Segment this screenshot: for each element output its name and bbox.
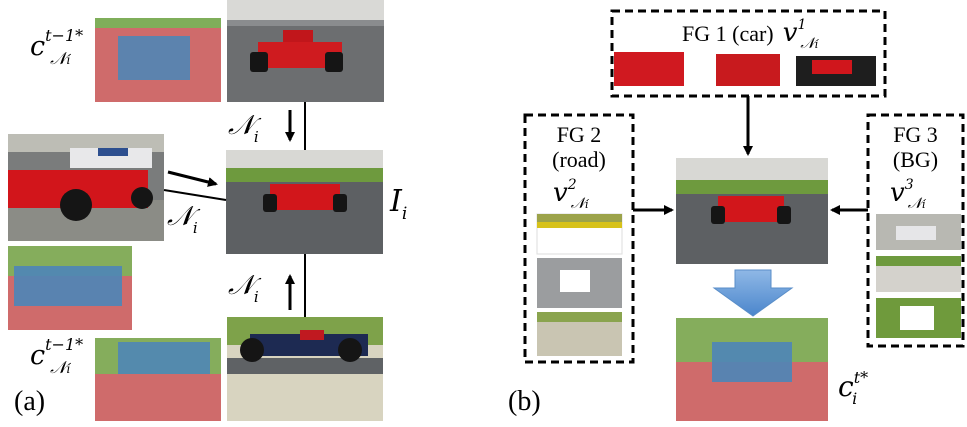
fg2-road-strips [536, 213, 623, 356]
panel-b-label: (b) [508, 386, 541, 417]
photo-target-frame [226, 150, 383, 254]
fg2-box [523, 113, 635, 364]
arrow-left-right [167, 170, 218, 187]
n-label-left: 𝒩i [167, 201, 198, 237]
photo-center-b [676, 158, 828, 264]
c-label-top: ct−1*𝒩i [30, 26, 84, 69]
fg3-box [866, 113, 965, 348]
fg2-title: FG 2 (road) [552, 122, 606, 172]
photo-two-cars [8, 134, 164, 241]
label-map-left [8, 246, 132, 330]
label-map-bottom-left [95, 338, 221, 421]
photo-car-side [227, 317, 383, 421]
panel-a-label: (a) [14, 386, 46, 417]
label-map-top-left [95, 18, 221, 102]
fg3-title: FG 3 (BG) [892, 122, 939, 172]
n-label-bottom: 𝒩i [228, 270, 259, 306]
fg2-v-label: v2𝒩i [553, 177, 589, 212]
fg3-v-label: v3𝒩i [890, 177, 926, 212]
i-label: Ii [390, 184, 408, 224]
line-left-to-center [163, 189, 227, 201]
fg1-title: FG 1 (car) v1𝒩i [682, 17, 819, 52]
fg1-car-strip [614, 52, 876, 86]
blue-down-arrow [712, 269, 794, 317]
c-result-label: ct*i [838, 368, 869, 408]
n-label-top: 𝒩i [228, 110, 259, 146]
photo-car-rear [227, 0, 384, 102]
c-label-bottom: ct−1*𝒩i [30, 335, 84, 378]
result-label-map [676, 318, 828, 421]
fg3-bg-strips [876, 214, 961, 338]
